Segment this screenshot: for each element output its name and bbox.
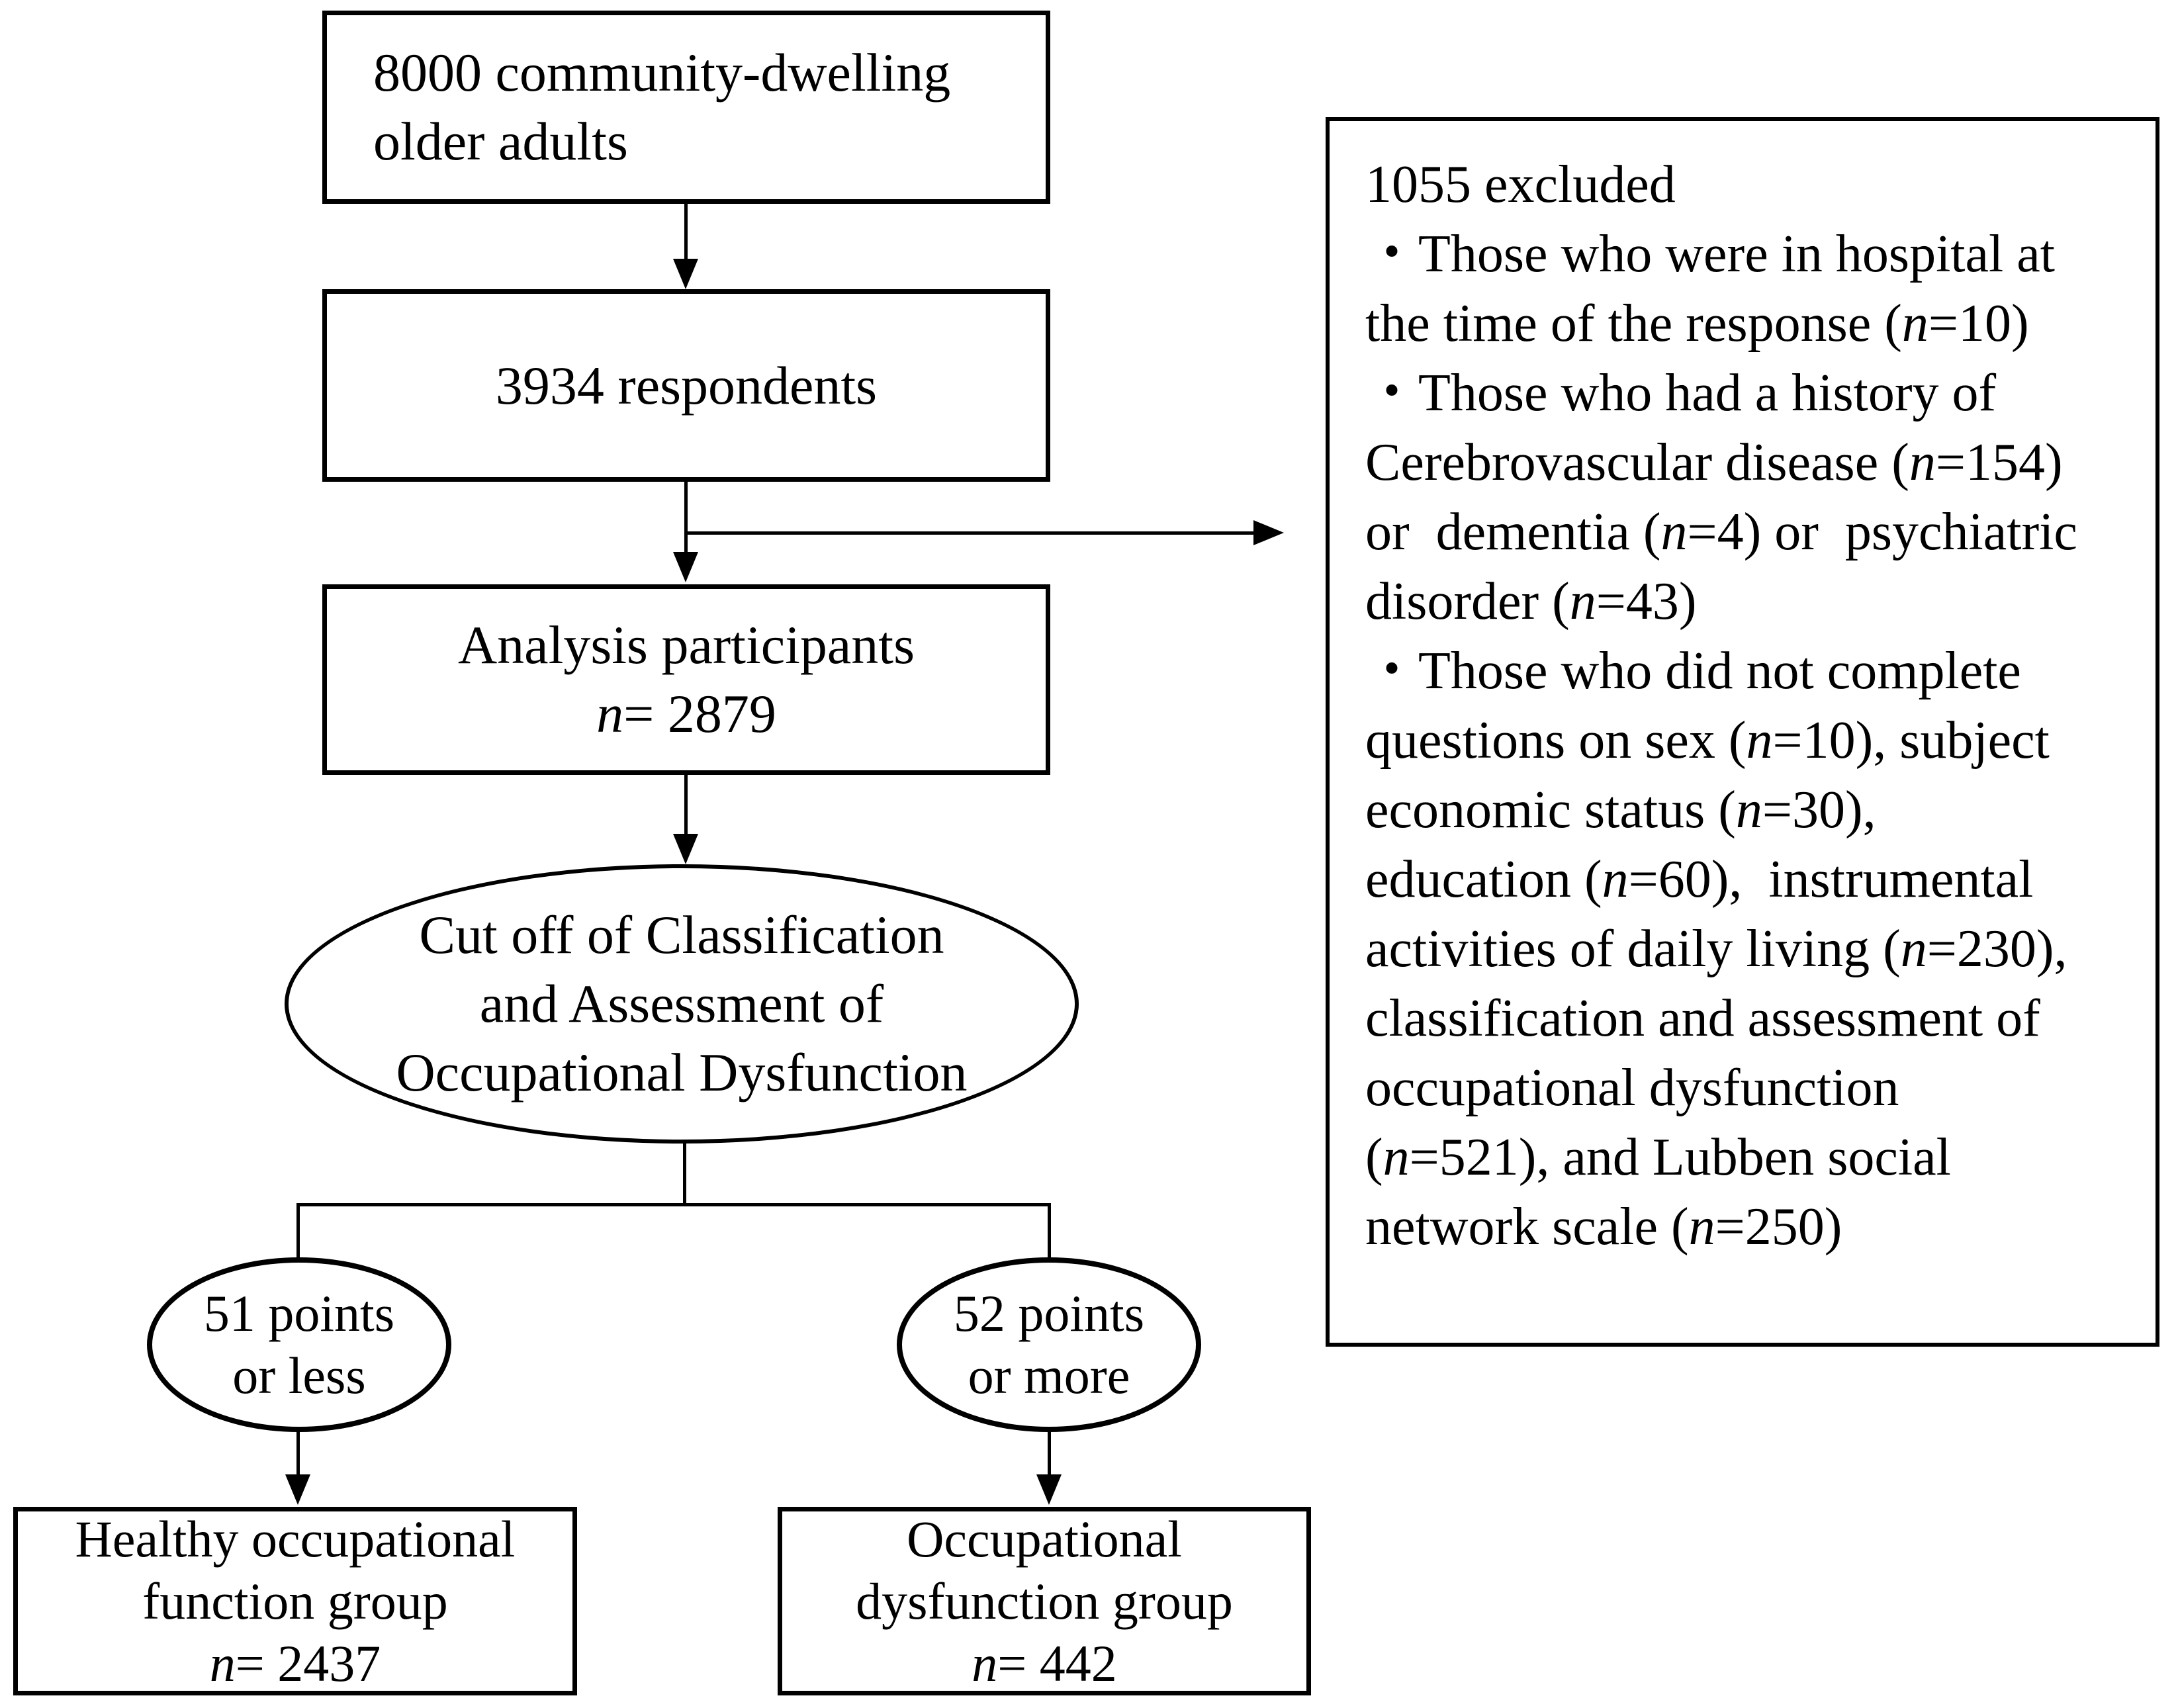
arrowhead-respondents-to-analysis xyxy=(673,552,698,582)
excluded-line: Cerebrovascular disease (n=154) xyxy=(1365,433,2063,492)
node-healthy-line: function group xyxy=(142,1572,448,1630)
excluded-line: economic status (n=30), xyxy=(1365,781,1876,839)
excluded-line: or dementia (n=4) or psychiatric xyxy=(1365,503,2077,561)
excluded-line: ・Those who were in hospital at xyxy=(1365,225,2055,283)
node-healthy-count: n= 2437 xyxy=(209,1634,381,1692)
connector-split-to-less xyxy=(296,1203,300,1263)
excluded-line: ・Those who had a history of xyxy=(1365,364,1997,422)
connector-less-to-healthy xyxy=(296,1431,300,1478)
node-cutoff-line: Occupational Dysfunction xyxy=(396,1042,968,1102)
arrowhead-more-to-dysfunction xyxy=(1036,1474,1062,1505)
excluded-line: network scale (n=250) xyxy=(1365,1198,1842,1256)
excluded-line: education (n=60), instrumental xyxy=(1365,850,2034,909)
node-analysis-count: n= 2879 xyxy=(596,684,776,744)
connector-cutoff-to-split xyxy=(683,1141,686,1206)
node-52-points-or-more: 52 points or more xyxy=(897,1257,1201,1432)
node-cutoff-line: and Assessment of xyxy=(479,973,884,1034)
connector-split-bar xyxy=(296,1203,1051,1206)
excluded-line: occupational dysfunction xyxy=(1365,1059,1899,1117)
arrowhead-to-excluded xyxy=(1253,520,1284,545)
node-less-line: 51 points xyxy=(203,1284,395,1342)
node-more-line: 52 points xyxy=(953,1284,1145,1342)
connector-respondents-to-analysis xyxy=(684,480,688,555)
node-respondents: 3934 respondents xyxy=(322,289,1050,482)
node-dysfunction-group: Occupational dysfunction group n= 442 xyxy=(778,1507,1311,1695)
node-excluded-panel: 1055 excluded ・Those who were in hospita… xyxy=(1326,117,2159,1347)
arrowhead-analysis-to-cutoff xyxy=(673,834,698,864)
arrowhead-source-to-respondents xyxy=(673,259,698,289)
node-analysis-line: Analysis participants xyxy=(457,615,915,675)
node-source-line: older adults xyxy=(373,111,628,171)
node-respondents-label: 3934 respondents xyxy=(495,355,878,416)
node-cutoff-ellipse: Cut off of Classification and Assessment… xyxy=(285,864,1079,1144)
connector-split-to-more xyxy=(1048,1203,1051,1263)
node-dysfunction-count: n= 442 xyxy=(972,1634,1117,1692)
node-less-line: or less xyxy=(232,1347,366,1404)
connector-source-to-respondents xyxy=(684,202,688,261)
excluded-line: classification and assessment of xyxy=(1365,989,2040,1048)
connector-more-to-dysfunction xyxy=(1048,1431,1051,1478)
node-source-line: 8000 community-dwelling xyxy=(373,42,951,103)
excluded-line: questions on sex (n=10), subject xyxy=(1365,711,2050,770)
node-source-population: 8000 community-dwelling older adults xyxy=(322,11,1050,204)
node-analysis-participants: Analysis participants n= 2879 xyxy=(322,584,1050,775)
excluded-line: disorder (n=43) xyxy=(1365,572,1697,631)
arrowhead-less-to-healthy xyxy=(285,1474,310,1505)
node-more-line: or more xyxy=(968,1347,1130,1404)
excluded-line: the time of the response (n=10) xyxy=(1365,294,2029,353)
node-healthy-group: Healthy occupational function group n= 2… xyxy=(13,1507,577,1695)
connector-analysis-to-cutoff xyxy=(684,774,688,837)
excluded-line: ・Those who did not complete xyxy=(1365,642,2021,700)
node-healthy-line: Healthy occupational xyxy=(75,1509,516,1568)
node-cutoff-line: Cut off of Classification xyxy=(419,905,944,965)
connector-branch-to-excluded xyxy=(684,531,1255,535)
node-51-points-or-less: 51 points or less xyxy=(147,1257,451,1432)
excluded-line: activities of daily living (n=230), xyxy=(1365,920,2067,978)
excluded-line: (n=521), and Lubben social xyxy=(1365,1128,1951,1187)
node-dysfunction-line: dysfunction group xyxy=(856,1572,1233,1630)
node-dysfunction-line: Occupational xyxy=(907,1509,1182,1568)
excluded-line: 1055 excluded xyxy=(1365,156,1676,214)
